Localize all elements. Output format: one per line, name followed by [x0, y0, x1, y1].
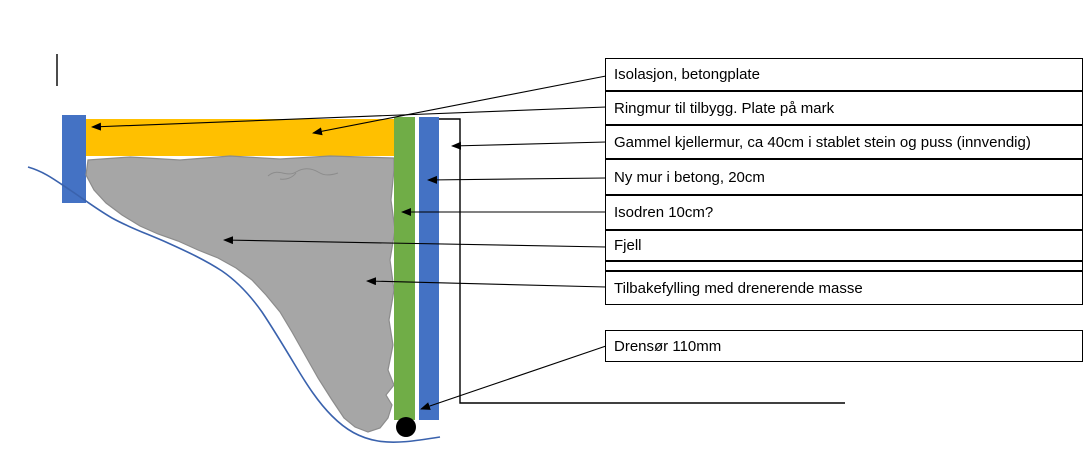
- label-ringmur-text: Ringmur til tilbygg. Plate på mark: [614, 99, 835, 117]
- leader-arrow-tilbakefylling: [366, 277, 607, 288]
- label-box-drensor: Drensør 110mm: [605, 330, 1083, 362]
- leader-arrow-drensor: [420, 345, 607, 410]
- terrain-line: [27, 166, 441, 444]
- new-concrete-wall: [419, 117, 439, 420]
- label-box-ringmur: Ringmur til tilbygg. Plate på mark: [605, 91, 1083, 125]
- label-box-isolasjon: Isolasjon, betongplate: [605, 58, 1083, 91]
- label-fjell-text: Fjell: [614, 237, 642, 254]
- label-box-tilbakefylling: Tilbakefylling med drenerende masse: [605, 271, 1083, 305]
- label-box-empty: [605, 261, 1083, 271]
- label-tilbakefylling-text: Tilbakefylling med drenerende masse: [614, 279, 863, 297]
- label-drensor-text: Drensør 110mm: [614, 337, 722, 355]
- rock-scribble-detail: [267, 168, 339, 180]
- old-cellar-wall-line: [439, 118, 845, 404]
- label-isodren-text: Isodren 10cm?: [614, 204, 714, 221]
- label-isolasjon-text: Isolasjon, betongplate: [614, 66, 760, 83]
- label-ny-mur-text: Ny mur i betong, 20cm: [614, 168, 765, 186]
- ringmur-block: [62, 115, 86, 203]
- insulation-slab: [86, 119, 394, 156]
- leader-arrow-gammel-kjellermur: [451, 141, 607, 150]
- drain-pipe: [396, 417, 416, 437]
- leader-arrow-isolasjon: [312, 75, 607, 136]
- leader-arrow-fjell: [223, 236, 607, 248]
- rock-fjell-shape: [85, 155, 396, 433]
- label-box-fjell: Fjell: [605, 230, 1083, 261]
- label-gammel-kjellermur-text: Gammel kjellermur, ca 40cm i stablet ste…: [614, 133, 1031, 151]
- label-box-gammel-kjellermur: Gammel kjellermur, ca 40cm i stablet ste…: [605, 125, 1083, 159]
- label-box-isodren: Isodren 10cm?: [605, 195, 1083, 230]
- label-box-ny-mur: Ny mur i betong, 20cm: [605, 159, 1083, 195]
- isodren-layer: [394, 117, 415, 420]
- leader-arrow-ringmur: [91, 106, 607, 131]
- leader-arrow-ny-mur: [427, 175, 607, 184]
